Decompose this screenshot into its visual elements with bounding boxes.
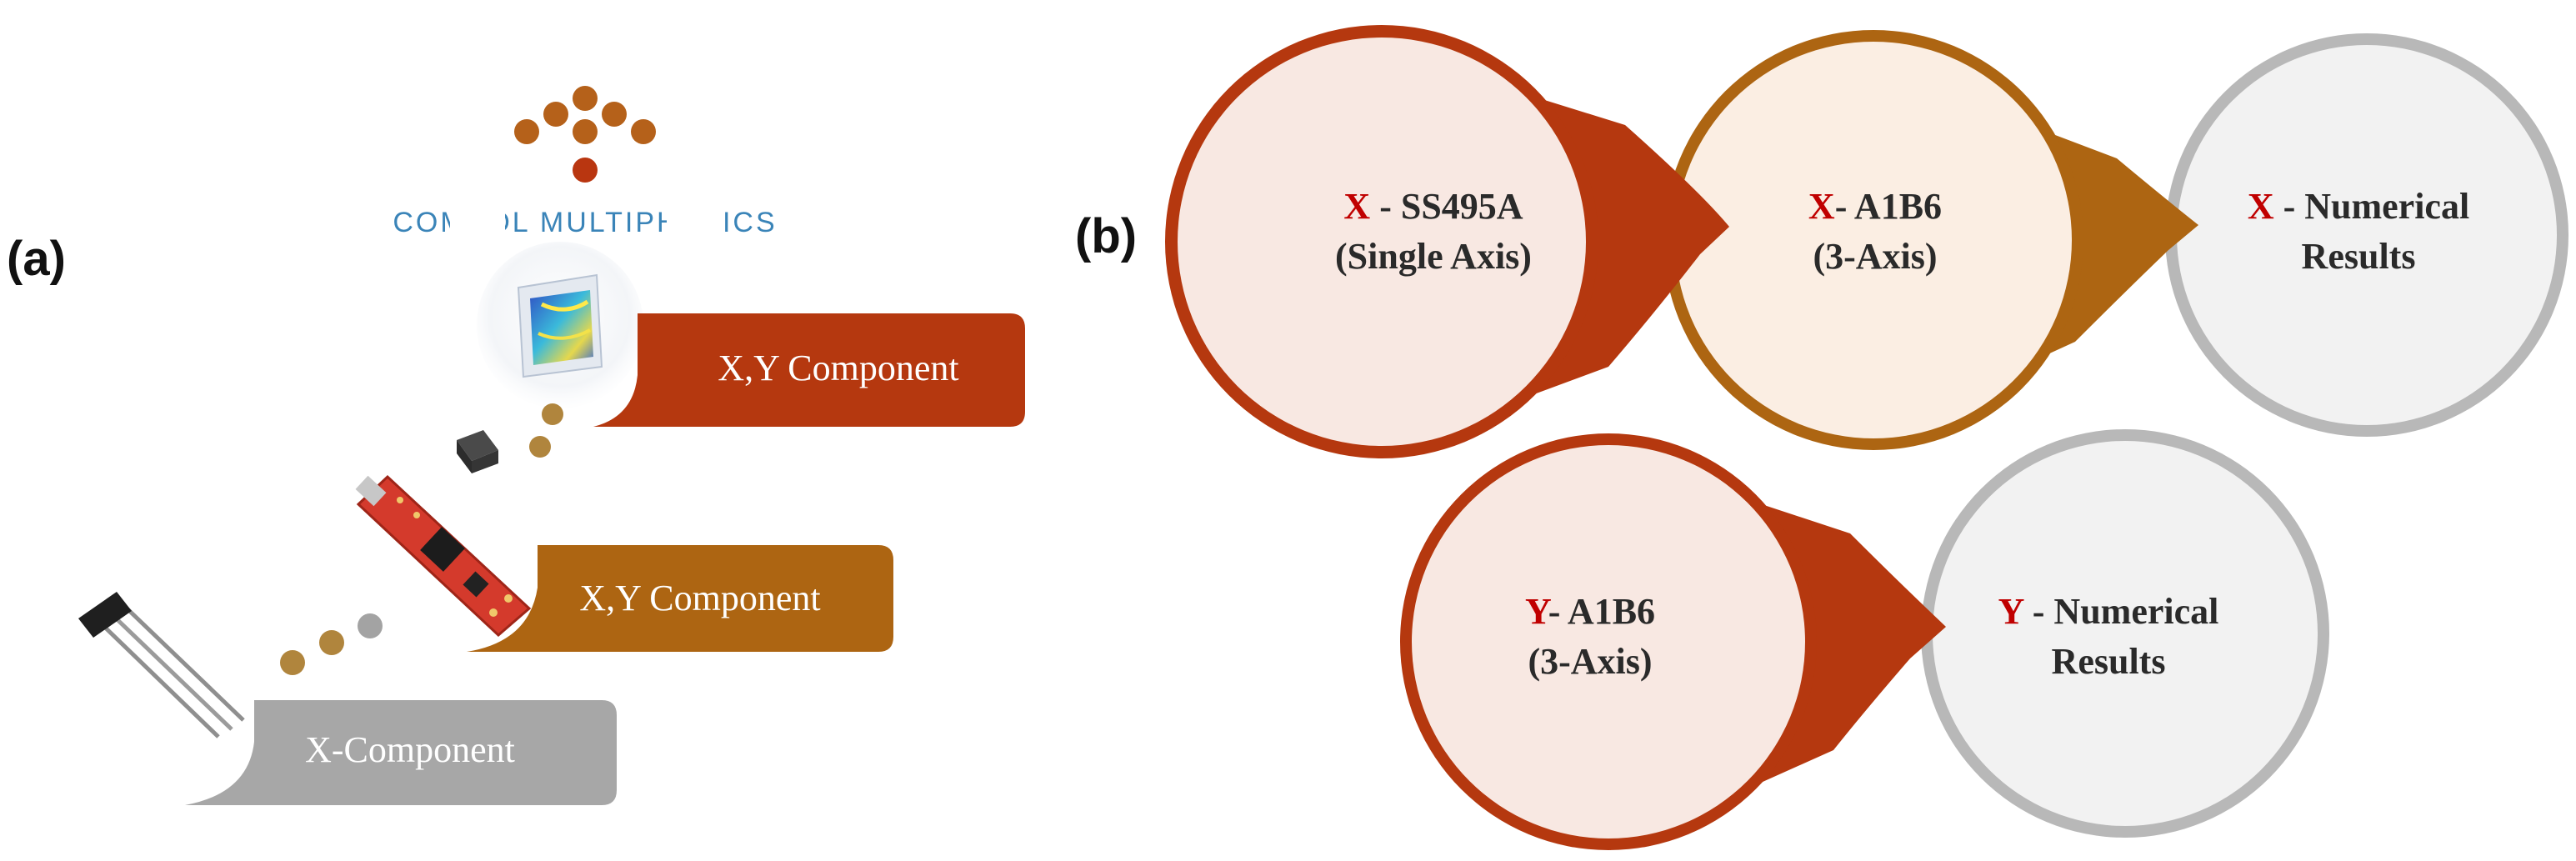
flow-node-x-numerical: X - Numerical Results: [2165, 33, 2568, 437]
logo-dot: [573, 158, 598, 183]
connector-dot: [280, 650, 305, 675]
node-subtitle: (Single Axis): [1335, 236, 1532, 277]
node-subtitle: Results: [2302, 236, 2416, 277]
logo-dot: [573, 86, 598, 111]
svg-text:Y- A1B6: Y- A1B6: [1525, 591, 1655, 632]
node-title: - Numerical: [2274, 186, 2470, 227]
flow-node-x-a1b6: X- A1B6 (3-Axis): [1663, 30, 2198, 450]
logo-text-mask-right: [667, 193, 725, 243]
axis-letter: X: [1343, 186, 1370, 227]
connector-dot: [529, 436, 551, 458]
node-title: - A1B6: [1835, 186, 1942, 227]
node-subtitle: (3-Axis): [1528, 641, 1652, 682]
axis-letter: Y: [1525, 591, 1551, 632]
comsol-model-image: [477, 242, 643, 408]
component-bar-bottom: X-Component: [185, 700, 617, 805]
component-bar-label: X,Y Component: [579, 578, 820, 618]
connector-dot: [358, 613, 383, 638]
logo-dot: [573, 119, 598, 144]
flow-node-y-a1b6: Y- A1B6 (3-Axis): [1400, 433, 1946, 850]
a1b6-board-image: [355, 474, 532, 638]
svg-text:Y - Numerical: Y - Numerical: [1998, 591, 2219, 632]
component-bar-top: X,Y Component: [593, 313, 1025, 427]
logo-dot: [602, 102, 627, 127]
node-subtitle: (3-Axis): [1813, 236, 1937, 277]
node-subtitle: Results: [2052, 641, 2166, 682]
flow-node-y-numerical: Y - Numerical Results: [1921, 429, 2329, 838]
svg-text:X- A1B6: X- A1B6: [1808, 186, 1942, 227]
axis-letter: Y: [1998, 591, 2024, 632]
logo-dot: [543, 102, 568, 127]
logo-dot: [514, 119, 539, 144]
connector-dot: [319, 630, 344, 655]
component-bar-label: X-Component: [305, 729, 515, 770]
svg-text:X - SS495A: X - SS495A: [1343, 186, 1523, 227]
flow-node-x-ss495a: X - SS495A (Single Axis): [1165, 25, 1729, 458]
connector-dot: [542, 403, 563, 425]
node-title: - Numerical: [2023, 591, 2219, 632]
axis-letter: X: [1808, 186, 1835, 227]
panel-a-label: (a): [7, 232, 66, 286]
axis-letter: X: [2248, 186, 2274, 227]
component-bar-label: X,Y Component: [718, 348, 958, 388]
node-title: - SS495A: [1370, 186, 1523, 227]
hall-sensor-image: [78, 592, 245, 738]
svg-text:X - Numerical: X - Numerical: [2248, 186, 2469, 227]
node-title: - A1B6: [1548, 591, 1655, 632]
component-bar-middle: X,Y Component: [467, 545, 893, 652]
chip-sensor-image: [457, 430, 498, 473]
logo-dot: [631, 119, 656, 144]
comsol-logo-icon: [514, 86, 656, 183]
logo-text-mask-left: [450, 193, 505, 243]
panel-b-label: (b): [1075, 209, 1137, 263]
